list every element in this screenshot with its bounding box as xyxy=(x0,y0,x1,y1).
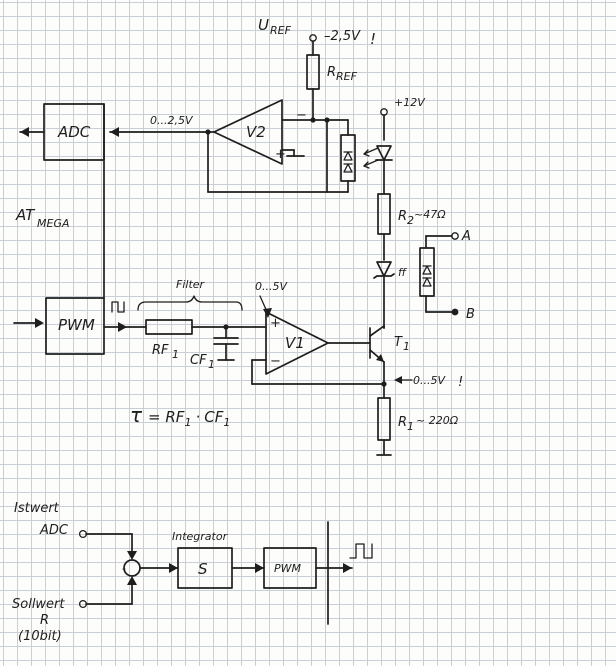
rf1-resistor xyxy=(145,319,193,335)
adc-range-label: 0...2,5V xyxy=(150,114,194,127)
summing-junction: - xyxy=(122,559,141,577)
terminal-b-label: B xyxy=(466,307,475,322)
r1-value-label: ~ 220Ω xyxy=(416,414,459,427)
atmega-sub-label: MEGA xyxy=(37,217,70,230)
rf1-label: RF xyxy=(152,343,169,358)
v12-label: +12V xyxy=(394,96,426,109)
r2-sub-label: 2 xyxy=(407,214,414,227)
integral-symbol: S xyxy=(198,560,208,578)
r2-value-label: ~47Ω xyxy=(414,208,446,221)
pwm2-label: PWM xyxy=(274,562,302,575)
atmega-label: AT xyxy=(15,206,36,224)
square-wave-output-icon xyxy=(349,543,373,559)
terminal-a-label: A xyxy=(461,229,471,244)
opamp-v1: + − xyxy=(265,311,329,375)
uref-sub-label: REF xyxy=(270,24,292,37)
uref-mark: ! xyxy=(370,30,376,48)
svg-text:−: − xyxy=(296,108,307,123)
istwert-adc-label: ADC xyxy=(39,523,69,538)
rf1-sub-label: 1 xyxy=(172,348,179,361)
sollwert-bits-label: (10bit) xyxy=(18,629,62,644)
uref-value-label: –2,5V xyxy=(324,29,361,44)
transistor-t1 xyxy=(369,325,385,363)
r2-label: R xyxy=(398,209,407,224)
svg-text:+: + xyxy=(275,147,286,162)
rref-sub-label: REF xyxy=(336,70,358,83)
integrator-label: Integrator xyxy=(172,530,229,543)
rref-label: R xyxy=(327,65,336,80)
r1-label: R xyxy=(398,415,407,430)
svg-text:-: - xyxy=(122,562,126,575)
filter-brace xyxy=(137,295,243,311)
zener-marking: ﬀ xyxy=(398,266,407,279)
r1-sub-label: 1 xyxy=(407,420,414,433)
light-arrows xyxy=(363,147,379,169)
r2-resistor xyxy=(377,193,391,235)
opamp-v2: − + xyxy=(213,99,307,165)
svg-text:+: + xyxy=(270,316,281,331)
t1-sub-label: 1 xyxy=(403,340,410,353)
v1-label: V1 xyxy=(285,334,305,352)
filter-label: Filter xyxy=(176,278,206,291)
square-wave-icon xyxy=(111,301,125,313)
sollwert-label: Sollwert xyxy=(12,597,65,612)
optocoupler-output xyxy=(419,232,459,316)
tau-formula: τ= RF1·CF1 xyxy=(130,403,230,429)
istwert-label: Istwert xyxy=(14,501,60,516)
v2-label: V2 xyxy=(246,123,266,141)
cf1-label: CF xyxy=(190,353,207,368)
photo-receiver xyxy=(340,134,356,182)
v1-input-range-label: 0...5V xyxy=(255,280,288,293)
cf1-sub-label: 1 xyxy=(208,358,215,371)
t1-label: T xyxy=(394,335,403,350)
svg-text:−: − xyxy=(270,354,281,369)
rref-resistor xyxy=(306,54,320,90)
sollwert-r-label: R xyxy=(40,613,49,628)
emitter-range-label: 0...5V xyxy=(413,374,446,387)
uref-label: U xyxy=(258,16,269,34)
uref-terminal xyxy=(309,34,317,56)
adc-block-label: ADC xyxy=(57,123,91,141)
led-diode xyxy=(375,145,393,161)
emitter-mark: ! xyxy=(458,375,463,390)
pwm-block xyxy=(45,297,105,355)
pwm-block-label: PWM xyxy=(58,316,95,334)
r1-resistor xyxy=(377,397,391,441)
